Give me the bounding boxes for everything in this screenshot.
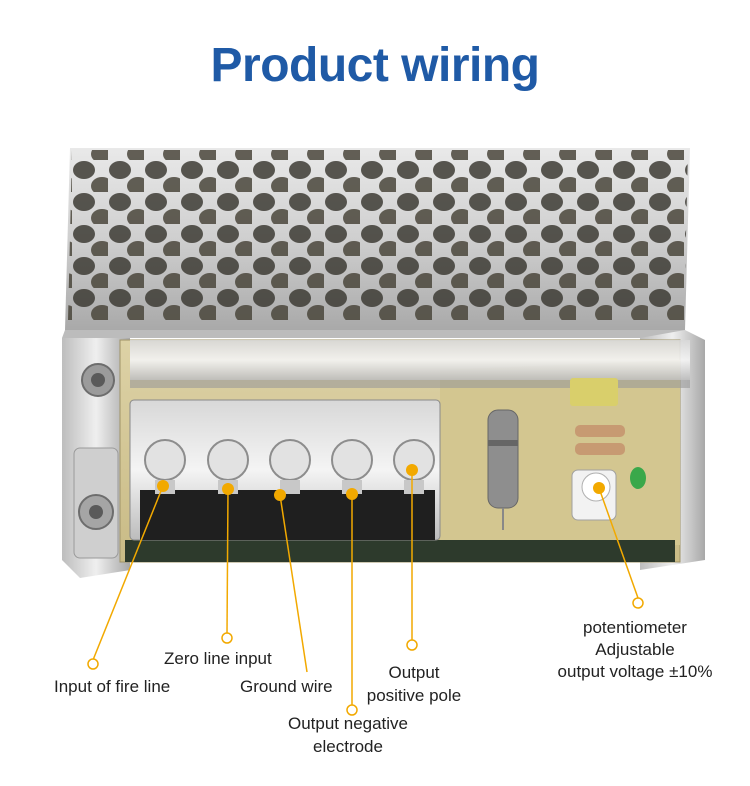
output-negative-line-1: Output negative <box>287 714 409 733</box>
output-positive-label: Output positive pole <box>358 663 470 706</box>
page-title: Product wiring <box>210 39 541 92</box>
potentiometer-title: potentiometer <box>583 618 687 637</box>
perforated-cover <box>62 148 690 338</box>
adjustable-line-2: output voltage ±10% <box>557 662 713 681</box>
output-positive-line-2: positive pole <box>366 686 462 705</box>
output-negative-label: Output negative electrode <box>278 714 418 757</box>
terminal-cover <box>130 340 690 388</box>
ground-wire-label: Ground wire <box>240 677 333 696</box>
terminal-block <box>129 399 441 541</box>
callout-lines <box>87 464 644 716</box>
zero-line-label: Zero line input <box>164 649 272 668</box>
output-negative-line-2: electrode <box>313 737 383 756</box>
output-positive-line-1: Output <box>388 663 440 682</box>
fire-line-label: Input of fire line <box>54 677 171 696</box>
adjustable-line-1: Adjustable <box>595 640 675 659</box>
led-indicator <box>630 467 646 489</box>
potentiometer-knob <box>571 469 617 521</box>
resistor-component <box>487 378 625 530</box>
side-frame <box>62 338 130 578</box>
potentiometer-label: potentiometer Adjustable output voltage … <box>540 618 730 682</box>
